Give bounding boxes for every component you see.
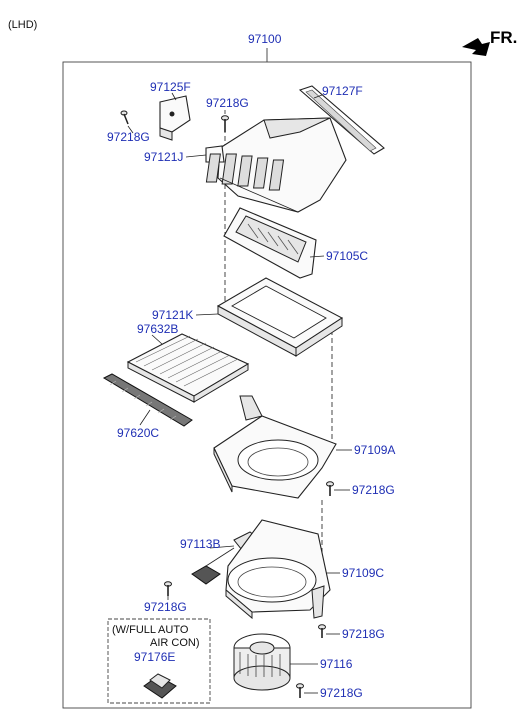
intake-door-97105C [223, 207, 317, 279]
screw-icon [120, 110, 129, 125]
screw-icon [221, 115, 229, 132]
label-97218G-resistor: 97218G [144, 600, 187, 614]
blower-motor-97116 [233, 633, 291, 691]
label-97109C: 97109C [342, 566, 384, 580]
bracket-97125F [159, 95, 191, 141]
gasket-97127F [298, 85, 385, 155]
option-note-line2: AIR CON) [150, 637, 200, 649]
filter-frame-97121K [216, 277, 344, 357]
label-97218G-mid: 97218G [352, 483, 395, 497]
label-97113B: 97113B [180, 537, 220, 551]
label-97218G-motor: 97218G [320, 686, 363, 700]
screw-icon [318, 624, 326, 638]
blower-case-lower-97109C [225, 519, 331, 620]
option-note-line1: (W/FULL AUTO [112, 624, 189, 636]
cabin-filter-97632B [126, 333, 250, 403]
screw-icon [164, 581, 172, 596]
label-97116: 97116 [320, 657, 353, 671]
auto-aircon-module-97176E [143, 673, 177, 699]
label-97121K: 97121K [152, 308, 193, 322]
variant-label: (LHD) [8, 19, 37, 31]
blower-case-upper-97109A [213, 395, 337, 499]
label-97121J: 97121J [144, 150, 183, 164]
label-97125F: 97125F [150, 80, 191, 94]
filter-strip-97620C [102, 373, 193, 427]
label-97105C: 97105C [326, 249, 368, 263]
label-97218G-case: 97218G [342, 627, 385, 641]
intake-housing-97121J [205, 117, 347, 213]
label-97620C: 97620C [117, 426, 159, 440]
label-97218G-left: 97218G [107, 130, 150, 144]
assembly-number: 97100 [248, 32, 282, 46]
screw-icon [326, 481, 334, 496]
front-direction-label: FR. [490, 28, 517, 47]
label-97127F: 97127F [322, 84, 363, 98]
screw-icon [296, 683, 304, 698]
label-97176E: 97176E [134, 650, 175, 664]
front-direction-arrow-icon [462, 38, 490, 56]
label-97109A: 97109A [354, 443, 395, 457]
label-97218G-top: 97218G [206, 96, 249, 110]
label-97632B: 97632B [137, 322, 178, 336]
assembly-frame [62, 61, 472, 709]
